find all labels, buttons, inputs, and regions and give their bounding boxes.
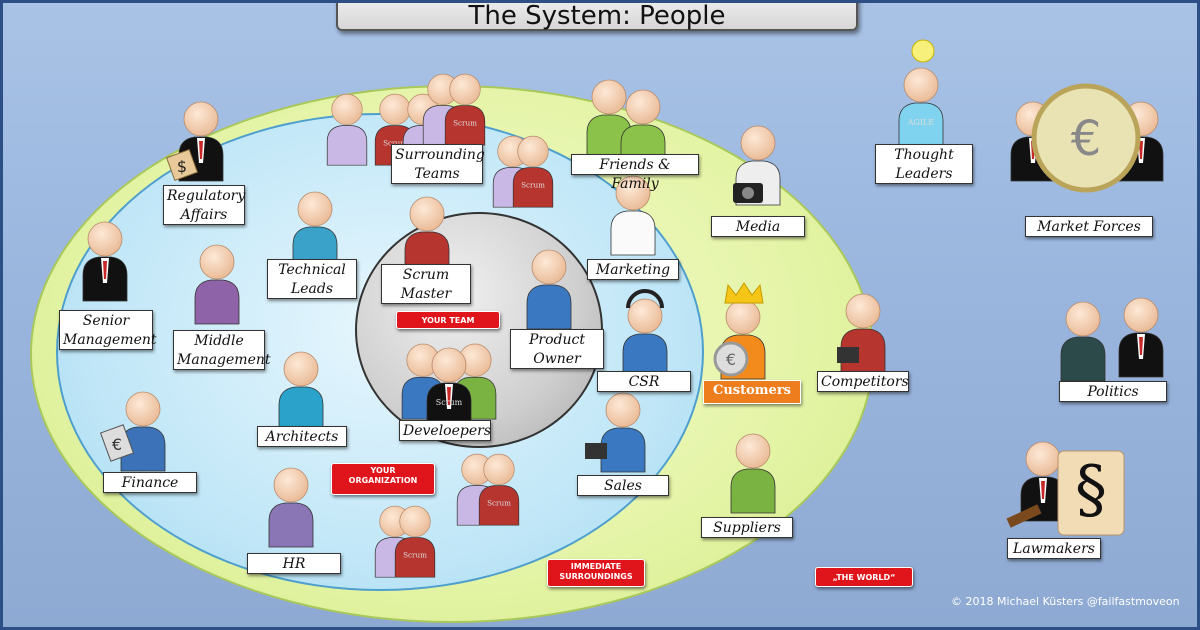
misc-icons: € € $ € § bbox=[99, 39, 1141, 536]
paragraph-sign-icon: § bbox=[1075, 453, 1107, 527]
person-middle-management bbox=[194, 244, 240, 325]
person-team-member: Scrum bbox=[444, 73, 486, 146]
person-politician-1 bbox=[1060, 301, 1106, 382]
person-team-member: Scrum bbox=[394, 505, 436, 578]
label-marketing: Marketing bbox=[587, 259, 679, 280]
svg-text:$: $ bbox=[177, 157, 187, 176]
label-finance: Finance bbox=[103, 472, 197, 493]
label-media: Media bbox=[711, 216, 805, 237]
svg-text:Scrum: Scrum bbox=[521, 180, 545, 189]
person-csr bbox=[622, 298, 668, 379]
person-architect bbox=[278, 351, 324, 432]
svg-text:Scrum: Scrum bbox=[383, 138, 407, 147]
person-team-member bbox=[326, 93, 368, 166]
label-csr: CSR bbox=[597, 371, 691, 392]
page-title: The System: People bbox=[336, 3, 858, 31]
svg-text:€: € bbox=[112, 435, 122, 454]
briefcase-icon bbox=[837, 347, 859, 363]
label-senior-management: Senior Management bbox=[59, 310, 157, 350]
label-customers: Customers bbox=[703, 380, 801, 404]
person-hr bbox=[268, 467, 314, 548]
person-senior-management bbox=[82, 221, 128, 302]
label-lawmakers: Lawmakers bbox=[1007, 538, 1101, 559]
label-product-owner: Product Owner bbox=[510, 329, 604, 369]
label-hr: HR bbox=[247, 553, 341, 574]
coin-icon bbox=[713, 341, 749, 377]
label-politics: Politics bbox=[1059, 381, 1167, 402]
svg-text:Scrum: Scrum bbox=[403, 550, 427, 559]
tag-the-world: „THE WORLD“ bbox=[815, 567, 913, 587]
lightbulb-icon bbox=[911, 39, 935, 63]
svg-text:Scrum: Scrum bbox=[453, 118, 477, 127]
person-family-1 bbox=[586, 79, 632, 160]
tag-your-team: YOUR TEAM bbox=[396, 311, 500, 329]
label-competitors: Competitors bbox=[817, 371, 909, 392]
svg-text:Scrum: Scrum bbox=[436, 398, 463, 407]
label-developers: Develoepers bbox=[399, 420, 491, 441]
svg-text:Scrum: Scrum bbox=[487, 498, 511, 507]
person-team-member: Scrum bbox=[478, 453, 520, 526]
label-architects: Architects bbox=[257, 426, 347, 447]
euro-sign-icon: € bbox=[1071, 111, 1102, 167]
law-scroll-icon bbox=[1057, 450, 1125, 536]
label-friends-family: Friends & Family bbox=[571, 154, 699, 192]
person-supplier bbox=[730, 433, 776, 514]
gavel-icon bbox=[1006, 504, 1042, 528]
label-technical-leads: Technical Leads bbox=[267, 259, 357, 299]
tag-your-organization: YOUR ORGANIZATION bbox=[331, 463, 435, 495]
person-team-member: Scrum bbox=[512, 135, 554, 208]
tag-immediate-surroundings: IMMEDIATE SURROUNDINGS bbox=[547, 559, 645, 587]
person-marketing bbox=[610, 175, 656, 256]
svg-text:€: € bbox=[726, 350, 736, 369]
label-regulatory-affairs: Regulatory Affairs bbox=[163, 185, 245, 225]
label-thought-leaders: Thought Leaders bbox=[875, 144, 973, 184]
label-middle-management: Middle Management bbox=[173, 330, 271, 370]
label-surrounding-teams: Surrounding Teams bbox=[391, 144, 485, 184]
briefcase-icon bbox=[585, 443, 607, 459]
label-suppliers: Suppliers bbox=[701, 517, 793, 538]
person-finance bbox=[120, 391, 166, 472]
svg-text:AGILE: AGILE bbox=[907, 118, 935, 127]
headset-icon bbox=[626, 289, 664, 309]
finance-book-icon bbox=[99, 424, 135, 462]
copyright-text: © 2018 Michael Küsters @failfastmoveon bbox=[951, 595, 1180, 608]
label-market-forces: Market Forces bbox=[1025, 216, 1153, 237]
label-scrum-master: Scrum Master bbox=[381, 264, 471, 304]
person-politician-2 bbox=[1118, 297, 1164, 378]
dollar-note-icon bbox=[165, 148, 199, 182]
person-sales bbox=[600, 392, 646, 473]
label-sales: Sales bbox=[577, 475, 669, 496]
person-developer: Scrum bbox=[426, 347, 472, 428]
person-product-owner bbox=[526, 249, 572, 330]
crown-icon bbox=[724, 282, 764, 304]
euro-coin-icon bbox=[1031, 83, 1141, 193]
person-thought-leader: AGILE bbox=[898, 67, 944, 148]
